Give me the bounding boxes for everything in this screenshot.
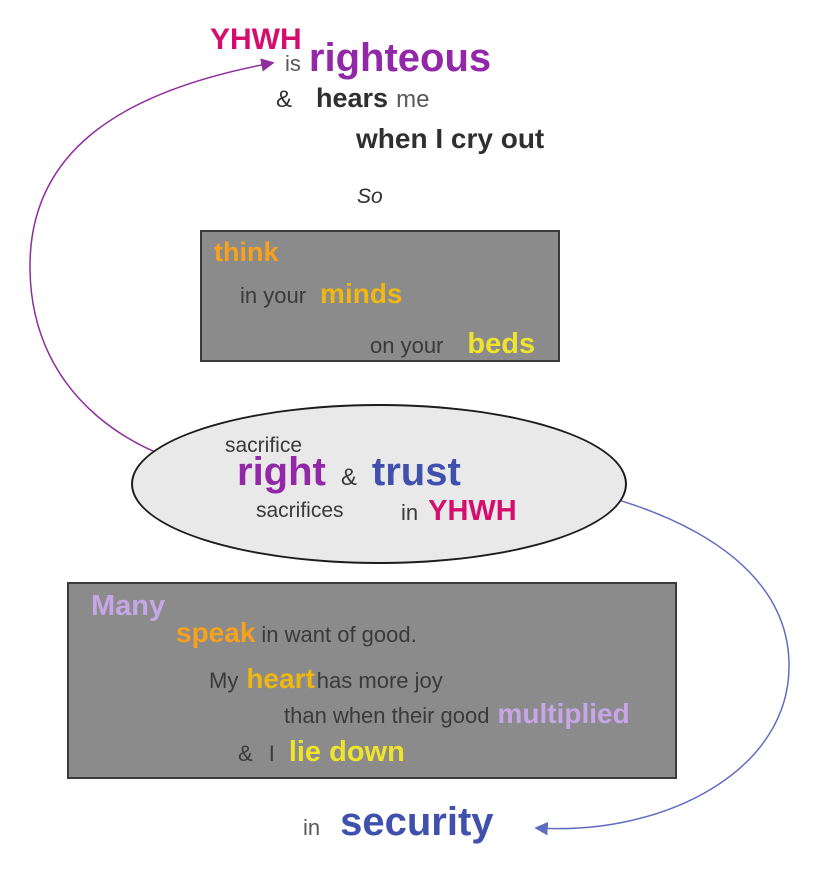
has-more-joy-label: has more joy <box>316 668 443 693</box>
so-word: So <box>357 185 383 208</box>
when-i-cry-out-line: when I cry out <box>356 123 545 154</box>
think-word: think <box>214 237 279 267</box>
ampersand-ellipse: & <box>340 464 357 491</box>
on-your-beds-line: on your beds <box>370 328 536 361</box>
me-word: me <box>396 86 430 113</box>
sacrifices-word: sacrifices <box>256 499 344 522</box>
my-label: My <box>209 668 239 693</box>
heart-word: heart <box>246 663 315 694</box>
is-word: is <box>285 51 301 76</box>
sacrifice-word: sacrifice <box>225 434 303 457</box>
on-your-label: on your <box>370 333 444 358</box>
heart-line: My heart has more joy <box>209 663 443 695</box>
many-box: Many speak in want of good. My heart has… <box>67 582 677 779</box>
in-want-label: in want of good. <box>261 622 417 647</box>
than-label: than when their good <box>284 703 490 728</box>
hears-me-line: & hears me <box>276 83 430 114</box>
in-ellipse: in <box>401 500 419 525</box>
sacrifice-trust-ellipse: sacrifice right & trust sacrifices in YH… <box>131 404 627 564</box>
ampersand-box: & <box>238 741 253 766</box>
right-and-trust-line: right & trust <box>237 450 461 494</box>
hears-word: hears <box>316 83 389 113</box>
right-word: right <box>237 450 326 494</box>
speak-word: speak <box>176 617 256 648</box>
in-your-label: in your <box>240 283 307 308</box>
is-righteous-line: is righteous <box>285 36 491 80</box>
yhwh-title: YHWH <box>210 23 302 56</box>
lie-down-line: & I lie down <box>238 736 405 769</box>
many-word: Many <box>91 590 166 622</box>
trust-word: trust <box>371 450 461 494</box>
in-footer: in <box>303 815 321 840</box>
speak-line: speak in want of good. <box>176 617 417 649</box>
than-line: than when their good multiplied <box>284 698 630 730</box>
i-label: I <box>268 741 275 766</box>
in-security-line: in security <box>303 800 494 844</box>
ampersand-top: & <box>276 86 293 113</box>
in-yhwh-line: in YHWH <box>401 495 517 528</box>
in-your-minds-line: in your minds <box>240 278 403 310</box>
righteous-word: righteous <box>308 36 492 80</box>
lie-down-word: lie down <box>288 736 405 768</box>
beds-word: beds <box>467 328 536 360</box>
security-word: security <box>340 800 494 844</box>
multiplied-word: multiplied <box>497 698 630 729</box>
yhwh-ellipse: YHWH <box>428 495 517 527</box>
think-box: think in your minds on your beds <box>200 230 560 362</box>
minds-word: minds <box>320 278 403 309</box>
